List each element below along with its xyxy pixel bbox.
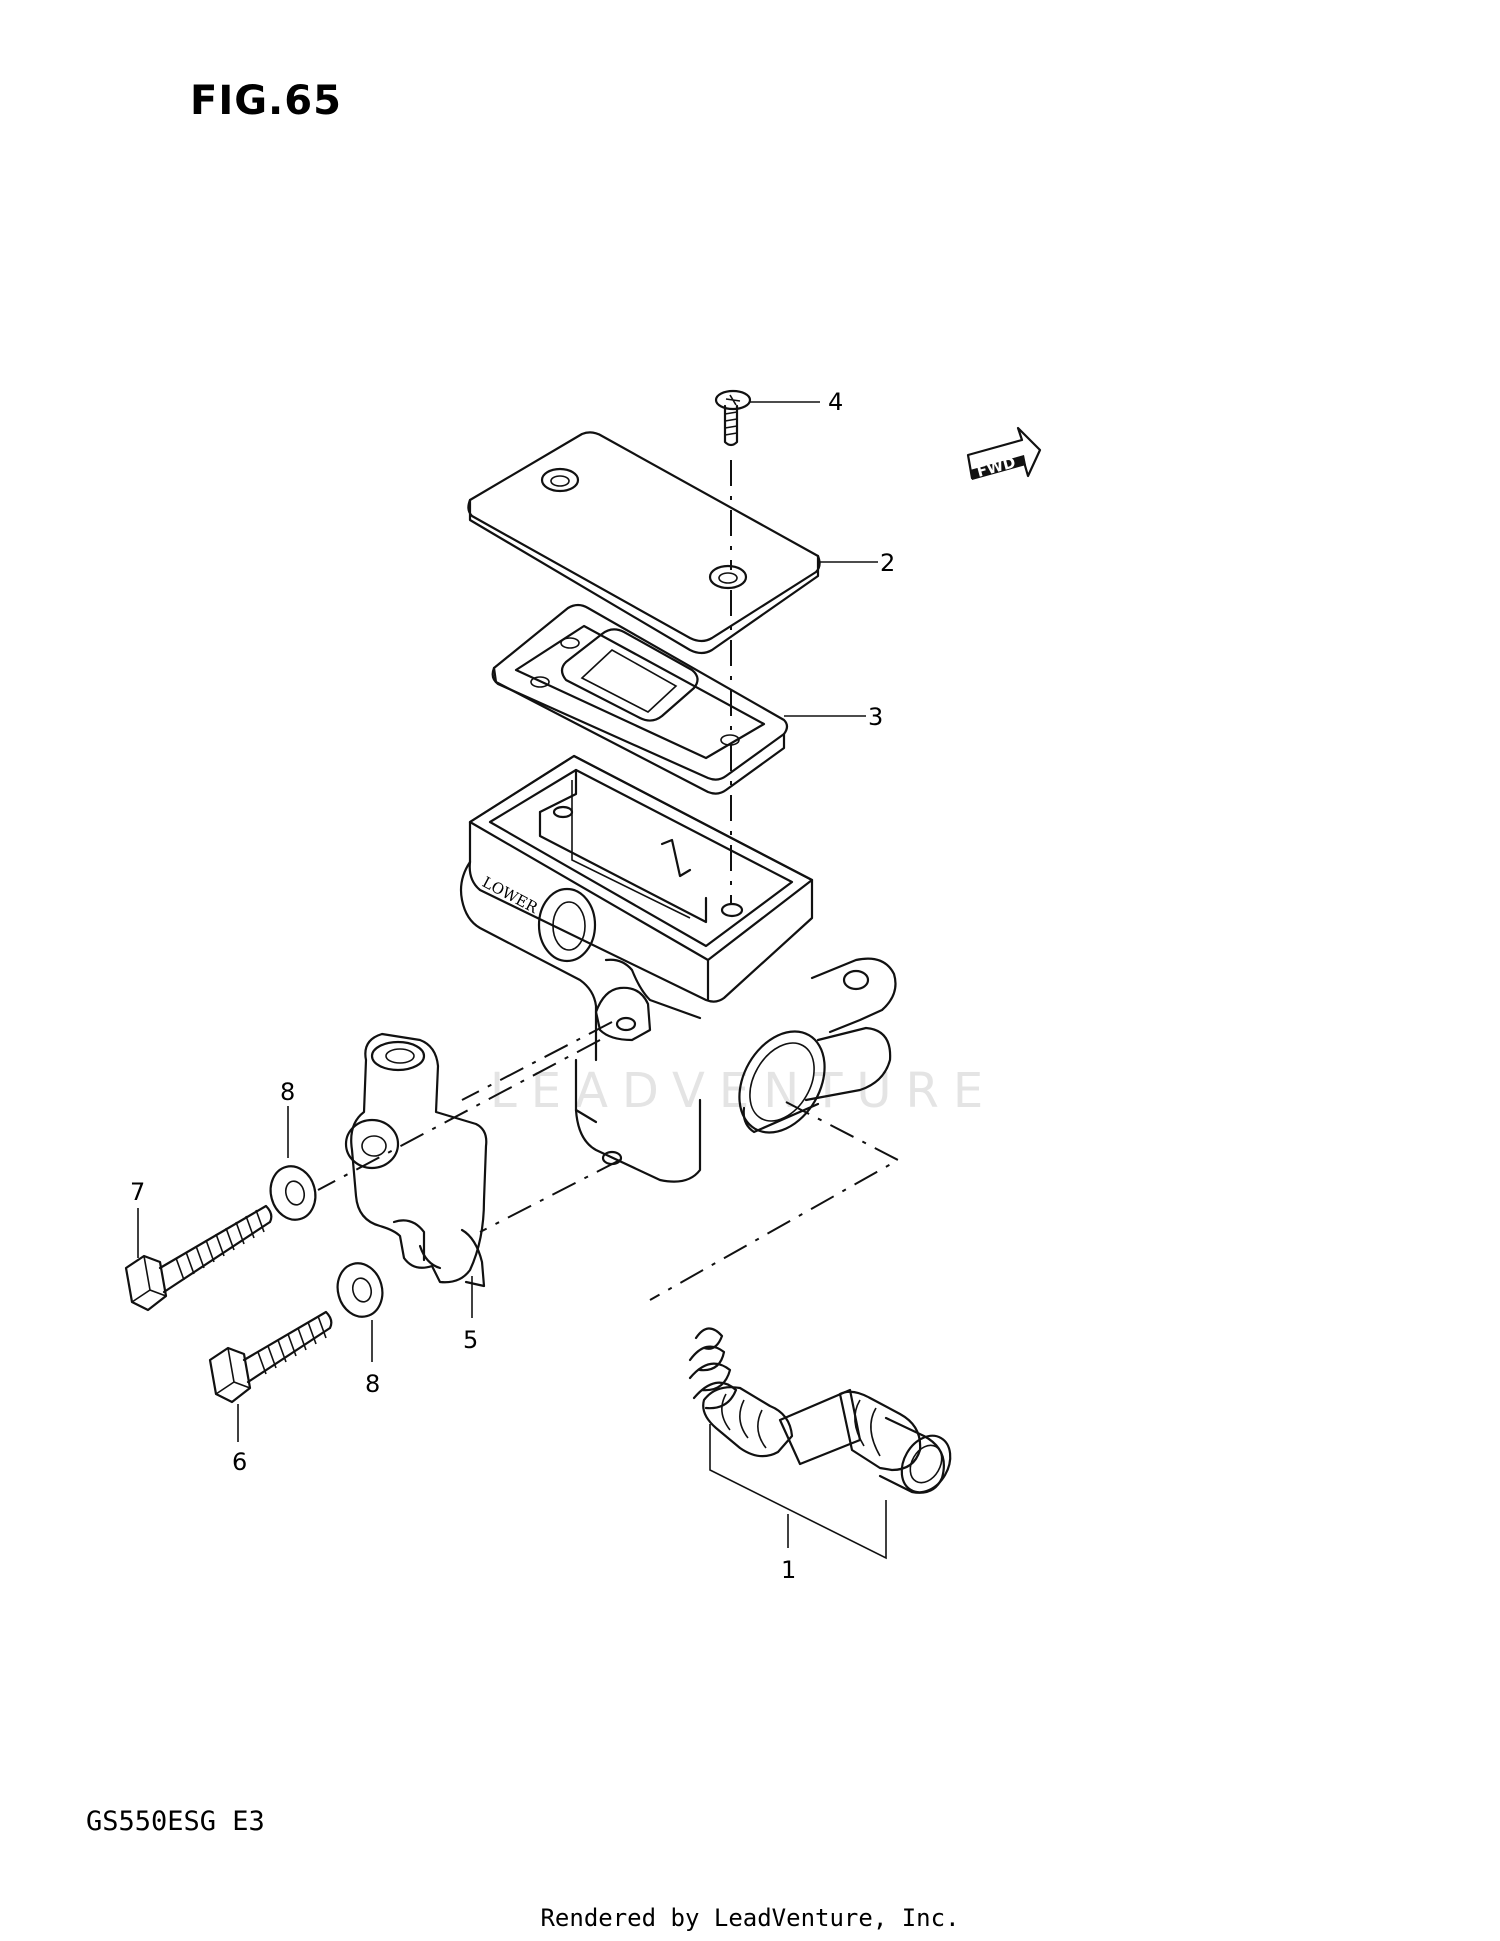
footer-credit: Rendered by LeadVenture, Inc. (540, 1904, 960, 1932)
part-8-washer-upper (269, 1165, 317, 1221)
part-3-diaphragm (491, 603, 789, 795)
callout-5: 5 (463, 1326, 478, 1354)
part-1-piston-set (688, 1327, 952, 1494)
callout-4: 4 (828, 388, 843, 416)
callout-6: 6 (232, 1448, 247, 1476)
callout-labels: 4 2 3 5 8 7 8 6 1 (130, 388, 895, 1584)
model-code: GS550ESG E3 (86, 1806, 265, 1837)
part-8-washer-lower (336, 1262, 384, 1318)
part-4-screw (714, 389, 752, 447)
fwd-label: FWD (975, 453, 1018, 481)
callout-3: 3 (868, 703, 883, 731)
callout-1: 1 (781, 1556, 796, 1584)
callout-8-lower: 8 (365, 1370, 380, 1398)
fwd-arrow-icon: FWD (966, 426, 1042, 481)
part-7-long-bolt (124, 1204, 273, 1312)
figure-title: FIG.65 (190, 78, 342, 124)
part-5-lever-bracket (344, 1032, 488, 1288)
callout-8-upper: 8 (280, 1078, 295, 1106)
part-2-cap (467, 431, 821, 655)
part-6-short-bolt (208, 1310, 333, 1404)
watermark: LEADVENTURE (490, 1063, 998, 1119)
callout-2: 2 (880, 549, 895, 577)
leader-lines (137, 401, 887, 1560)
master-cylinder-body: LOWER (459, 754, 897, 1183)
callout-7: 7 (130, 1178, 145, 1206)
assembly-guide-lines (317, 460, 901, 1301)
